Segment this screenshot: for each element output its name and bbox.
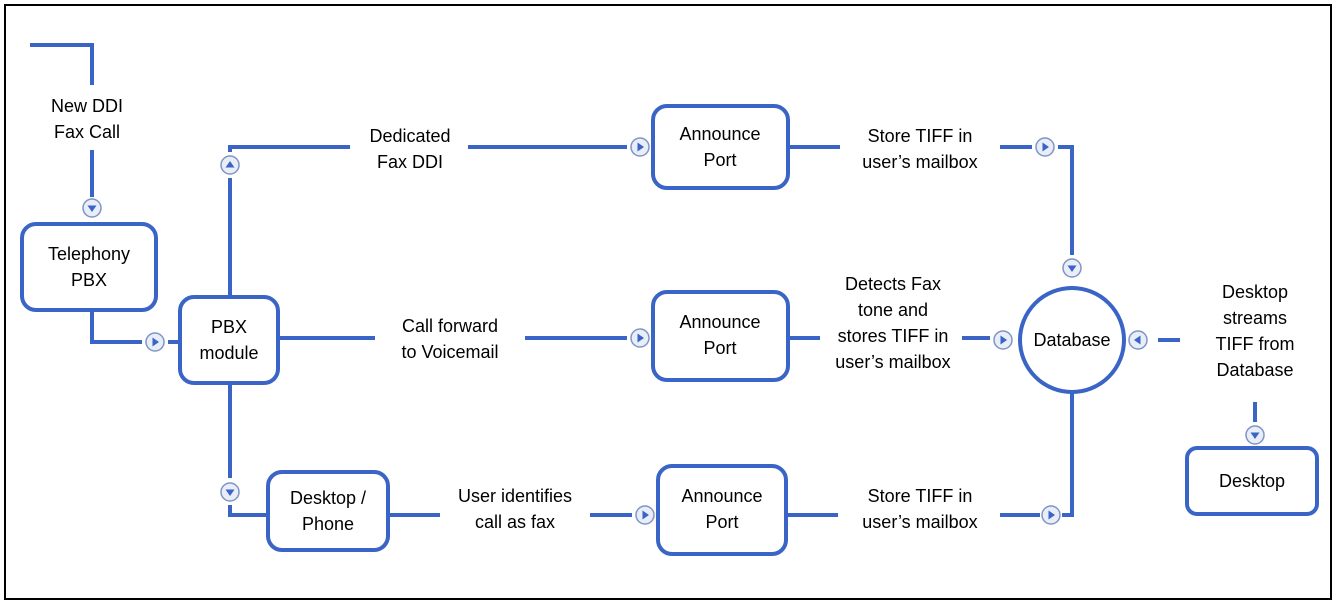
triangle-right-icon	[635, 505, 655, 525]
call-forward-line2: to Voicemail	[401, 342, 498, 362]
store-bot-line1: Store TIFF in	[868, 486, 973, 506]
desktop-streams-line3: TIFF from	[1216, 334, 1295, 354]
desktop-phone-label-line1: Desktop /	[290, 488, 366, 508]
store-top-line2: user’s mailbox	[862, 152, 977, 172]
user-identifies-line1: User identifies	[458, 486, 572, 506]
desktop-phone-node: Desktop / Phone	[266, 470, 390, 552]
diagram-frame	[4, 4, 1332, 600]
triangle-right-icon	[1041, 505, 1061, 525]
triangle-right-icon	[630, 328, 650, 348]
call-forward-label: Call forward to Voicemail	[401, 316, 498, 362]
announce-top-label-line2: Port	[703, 150, 736, 170]
triangle-down-icon	[82, 198, 102, 218]
announce-top-label-line1: Announce	[679, 124, 760, 144]
store-bot-line2: user’s mailbox	[862, 512, 977, 532]
telephony-pbx-label-line2: PBX	[71, 270, 107, 290]
dedicated-fax-line2: Fax DDI	[377, 152, 443, 172]
desktop-label: Desktop	[1219, 471, 1285, 491]
triangle-right-icon	[630, 137, 650, 157]
desktop-streams-line1: Desktop	[1222, 282, 1288, 302]
store-top-line1: Store TIFF in	[868, 126, 973, 146]
desktop-node: Desktop	[1185, 446, 1319, 516]
triangle-left-icon	[1128, 330, 1148, 350]
dedicated-fax-line1: Dedicated	[369, 126, 450, 146]
connector-lines	[30, 43, 1257, 517]
triangle-down-icon	[1062, 258, 1082, 278]
triangle-right-icon	[1035, 137, 1055, 157]
new-ddi-fax-call-label: New DDI Fax Call	[51, 96, 123, 142]
announce-bot-label-line2: Port	[705, 512, 738, 532]
new-ddi-line1: New DDI	[51, 96, 123, 116]
telephony-pbx-label-line1: Telephony	[48, 244, 130, 264]
user-identifies-label: User identifies call as fax	[458, 486, 572, 532]
store-tiff-bottom-label: Store TIFF in user’s mailbox	[862, 486, 977, 532]
announce-mid-label-line1: Announce	[679, 312, 760, 332]
announce-port-bottom-node: Announce Port	[656, 464, 788, 556]
database-node: Database	[1018, 286, 1126, 394]
store-tiff-top-label: Store TIFF in user’s mailbox	[862, 126, 977, 172]
new-ddi-line2: Fax Call	[54, 122, 120, 142]
direction-connectors	[82, 137, 1265, 525]
triangle-up-icon	[220, 155, 240, 175]
detects-fax-line3: stores TIFF in	[838, 326, 949, 346]
detects-fax-line4: user’s mailbox	[835, 352, 950, 372]
desktop-streams-line2: streams	[1223, 308, 1287, 328]
announce-bot-label-line1: Announce	[681, 486, 762, 506]
announce-mid-label-line2: Port	[703, 338, 736, 358]
desktop-phone-label-line2: Phone	[302, 514, 354, 534]
desktop-streams-label: Desktop streams TIFF from Database	[1216, 282, 1295, 380]
triangle-down-icon	[220, 482, 240, 502]
detects-fax-line2: tone and	[858, 300, 928, 320]
triangle-right-icon	[993, 330, 1013, 350]
triangle-down-icon	[1245, 425, 1265, 445]
pbx-module-label-line1: PBX	[211, 317, 247, 337]
detects-fax-line1: Detects Fax	[845, 274, 941, 294]
pbx-module-node: PBX module	[178, 295, 280, 385]
dedicated-fax-ddi-label: Dedicated Fax DDI	[369, 126, 450, 172]
triangle-right-icon	[145, 332, 165, 352]
desktop-streams-line4: Database	[1216, 360, 1293, 380]
announce-port-top-node: Announce Port	[651, 104, 790, 190]
telephony-pbx-node: Telephony PBX	[20, 222, 158, 312]
database-label: Database	[1033, 330, 1110, 350]
pbx-module-label-line2: module	[199, 343, 258, 363]
announce-port-mid-node: Announce Port	[651, 290, 790, 382]
call-forward-line1: Call forward	[402, 316, 498, 336]
user-identifies-line2: call as fax	[475, 512, 555, 532]
detects-fax-label: Detects Fax tone and stores TIFF in user…	[835, 274, 950, 372]
